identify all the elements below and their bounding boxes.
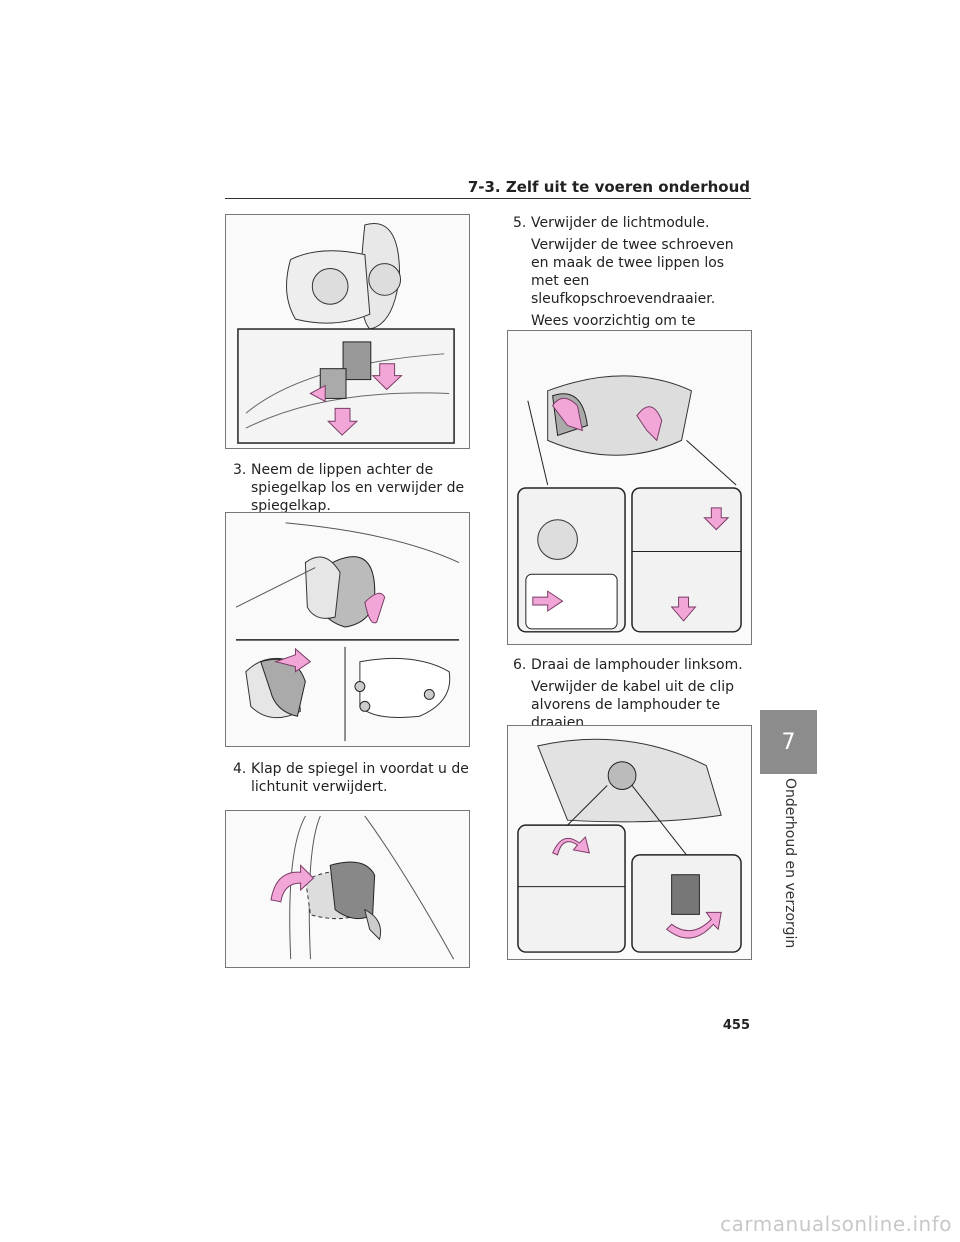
step-5-instruction: Verwijder de twee schroeven en maak de t…	[531, 237, 734, 307]
illustration-lamp-holder-rotation	[517, 738, 742, 953]
figure-lamp-holder-rotation	[507, 725, 752, 960]
section-title: 7-3. Zelf uit te voeren onderhoud	[467, 178, 750, 196]
watermark: carmanualsonline.info	[720, 1212, 952, 1236]
step-5-number: 5.	[513, 215, 527, 231]
chapter-title: Onderhoud en verzorging	[782, 778, 798, 948]
step-6: 6. Draai de lamphouder linksom. Verwijde…	[513, 656, 755, 736]
figure-fold-mirror	[225, 810, 470, 968]
step-6-title: Draai de lamphouder linksom.	[531, 657, 743, 673]
illustration-light-module-removal	[517, 375, 742, 633]
step-3: 3. Neem de lippen achter de spiegelkap l…	[233, 461, 473, 519]
step-5-title: Verwijder de lichtmodule.	[531, 215, 710, 231]
step-4-text: Klap de spiegel in voordat u de lichtuni…	[251, 761, 469, 795]
figure-mirror-cover-removal	[225, 512, 470, 747]
illustration-mirror-cover-removal	[235, 522, 460, 742]
step-6-instruction: Verwijder de kabel uit de clip alvorens …	[531, 679, 735, 731]
header-rule	[225, 198, 751, 199]
illustration-mirror-connector	[237, 223, 455, 444]
chapter-number: 7	[781, 729, 796, 755]
step-3-number: 3.	[233, 462, 247, 478]
step-4-number: 4.	[233, 761, 247, 777]
figure-light-module-removal	[507, 330, 752, 645]
chapter-title-vertical: Onderhoud en verzorging	[760, 778, 817, 948]
step-3-text: Neem de lippen achter de spiegelkap los …	[251, 462, 465, 514]
step-4: 4. Klap de spiegel in voordat u de licht…	[233, 760, 473, 800]
step-6-number: 6.	[513, 657, 527, 673]
illustration-fold-mirror	[270, 815, 455, 960]
chapter-tab[interactable]: 7	[760, 710, 817, 774]
figure-mirror-connector	[225, 214, 470, 449]
page-number: 455	[722, 1018, 750, 1033]
